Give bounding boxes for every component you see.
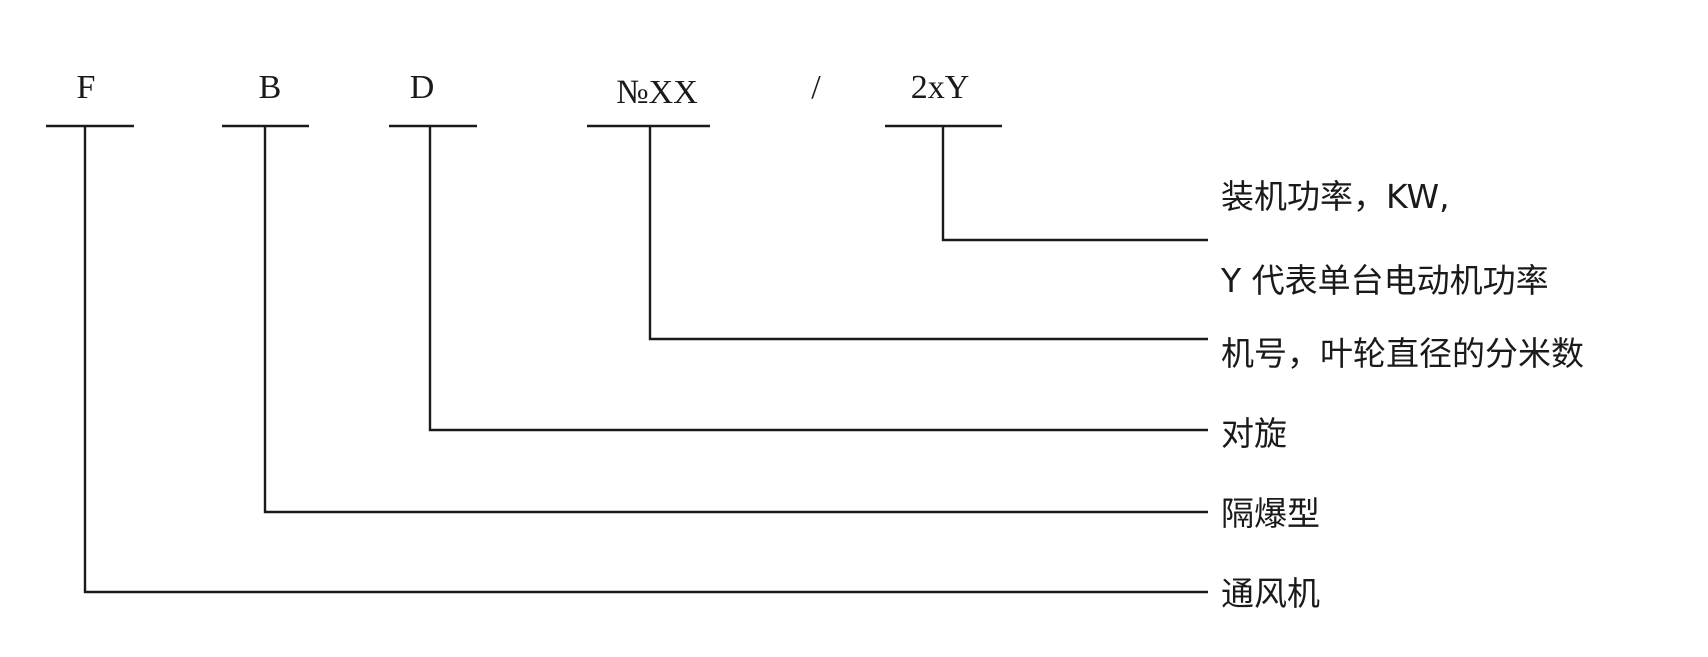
leader-fan bbox=[83, 126, 1208, 594]
leader-model-number bbox=[648, 126, 1208, 341]
desc-explosion-proof: 隔爆型 bbox=[1221, 494, 1320, 533]
desc-power-line2: Y 代表单台电动机功率 bbox=[1220, 261, 1549, 300]
code-power: 2xY bbox=[911, 69, 970, 106]
code-letter-f: F bbox=[77, 69, 96, 106]
leader-power bbox=[941, 126, 1208, 242]
desc-power-line1: 装机功率，KW, bbox=[1221, 177, 1450, 216]
desc-counter-rotating: 对旋 bbox=[1221, 414, 1287, 453]
desc-model-number: 机号，叶轮直径的分米数 bbox=[1221, 334, 1584, 373]
leader-counter-rotating bbox=[428, 126, 1208, 432]
code-letter-d: D bbox=[410, 69, 435, 106]
leader-explosion-proof bbox=[263, 126, 1208, 514]
desc-fan: 通风机 bbox=[1221, 574, 1320, 613]
code-model-number: №XX bbox=[616, 74, 698, 111]
code-separator: / bbox=[811, 69, 821, 106]
code-letter-b: B bbox=[259, 69, 282, 106]
